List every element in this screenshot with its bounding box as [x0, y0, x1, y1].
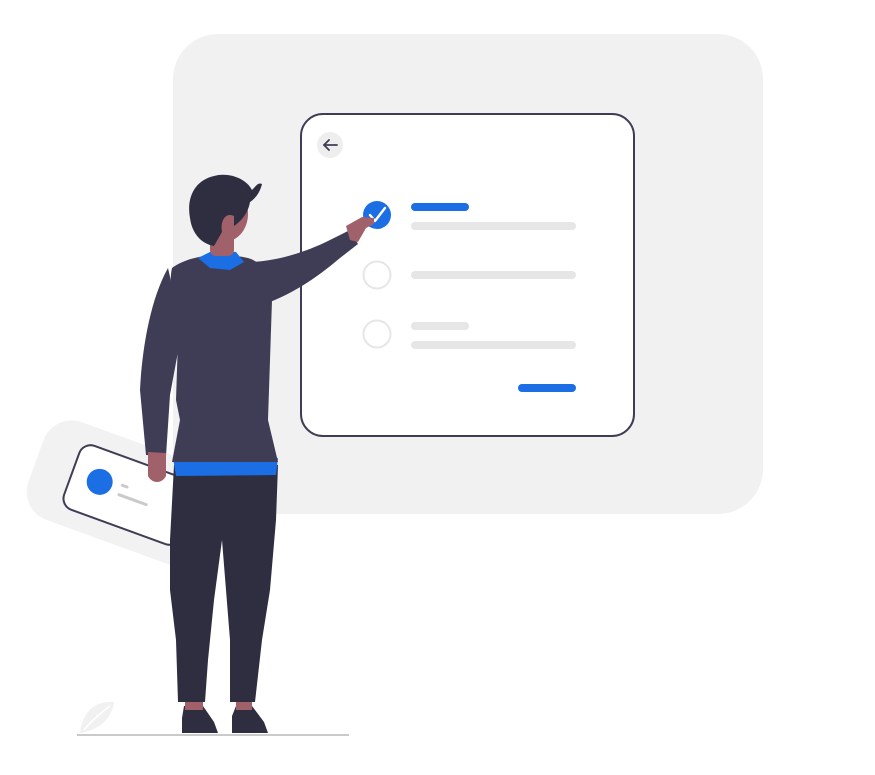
left-shoe [182, 706, 218, 733]
submit-button[interactable] [518, 384, 576, 392]
right-shoe [232, 706, 268, 733]
arrow-left-icon [323, 139, 338, 151]
radio-unselected-icon [362, 319, 392, 349]
right-ankle [236, 700, 252, 710]
option-1-title-line [411, 203, 469, 211]
left-hand [148, 452, 166, 482]
pants [170, 465, 278, 702]
radio-unselected-icon [362, 260, 392, 290]
form-card [300, 113, 635, 437]
option-1-text-line [411, 222, 576, 230]
avatar-circle-icon [86, 468, 113, 495]
floating-card-line-short [120, 483, 129, 489]
left-arm [140, 268, 182, 456]
floating-card-line-long [117, 493, 148, 507]
shirt-hem [173, 458, 278, 476]
shirt-collar [198, 250, 244, 270]
hair [189, 174, 262, 246]
option-3-text-line [411, 341, 576, 349]
option-2-text-line [411, 271, 576, 279]
right-arm [248, 230, 358, 302]
checklist-option-2[interactable] [362, 260, 577, 290]
option-3-title-line [411, 322, 469, 330]
torso [170, 255, 278, 462]
right-hand [346, 217, 374, 242]
plant-icon [80, 701, 114, 733]
person-figure [140, 174, 374, 733]
back-button[interactable] [317, 132, 343, 158]
checklist-option-3[interactable] [362, 319, 577, 350]
checkmark-icon [368, 206, 387, 223]
left-ankle [185, 700, 203, 710]
